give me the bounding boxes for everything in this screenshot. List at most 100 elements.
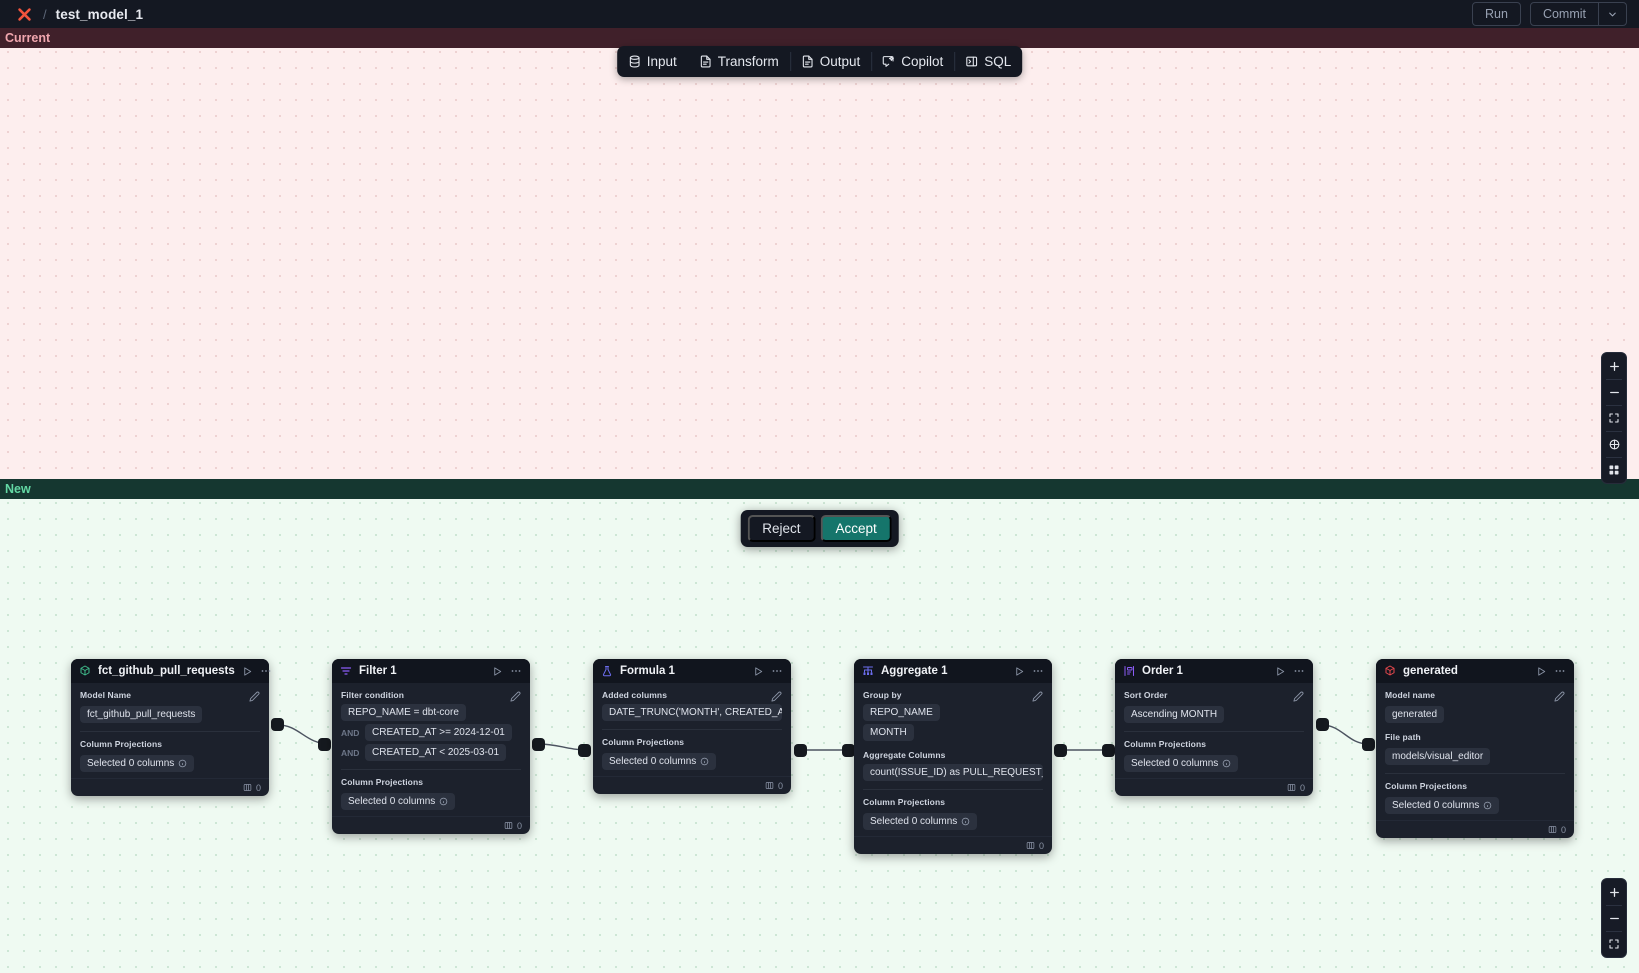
editor-toolbar: Input Transform Output <box>616 46 1023 77</box>
node-title: Order 1 <box>1142 665 1183 677</box>
node-title: fct_github_pull_requests <box>98 665 235 677</box>
node-order-1[interactable]: Order 1 Sort Order Ascending MONTH Colum… <box>1115 659 1313 796</box>
info-icon[interactable] <box>1483 801 1492 810</box>
current-panel-zoom-controls <box>1601 352 1627 484</box>
columns-icon <box>1287 783 1296 792</box>
node-body: Filter condition REPO_NAME = dbt-core AN… <box>332 683 530 816</box>
node-header: Order 1 <box>1115 659 1313 683</box>
info-icon[interactable] <box>178 759 187 768</box>
field-value-pill[interactable]: MONTH <box>863 724 914 741</box>
zoom-in-icon[interactable] <box>1602 353 1626 379</box>
info-icon[interactable] <box>961 817 970 826</box>
edit-pencil-icon[interactable] <box>1032 689 1043 707</box>
node-aggregate-1[interactable]: Aggregate 1 Group by REPO_NAME MONTH <box>854 659 1052 854</box>
field-value-pill[interactable]: Selected 0 columns <box>80 755 195 772</box>
fit-view-icon[interactable] <box>1602 931 1626 957</box>
field-value-pill[interactable]: Selected 0 columns <box>341 793 456 810</box>
commit-button[interactable]: Commit <box>1542 7 1586 21</box>
document-icon <box>801 55 814 68</box>
play-icon[interactable] <box>1536 666 1547 677</box>
chevron-down-icon[interactable] <box>1598 3 1626 25</box>
field-value-pill[interactable]: DATE_TRUNC('MONTH', CREATED_AT... <box>602 704 782 721</box>
condition-pill[interactable]: CREATED_AT >= 2024-12-01 <box>365 724 512 741</box>
toolbar-item-output[interactable]: Output <box>789 46 872 77</box>
condition-pill[interactable]: REPO_NAME = dbt-core <box>341 704 466 721</box>
app-logo-icon[interactable] <box>14 4 34 24</box>
field-group-by: Group by REPO_NAME MONTH <box>863 690 1043 741</box>
edit-pencil-icon[interactable] <box>510 689 521 707</box>
zoom-out-icon[interactable] <box>1602 379 1626 405</box>
field-value-pill[interactable]: Selected 0 columns <box>602 753 717 770</box>
pill-text: Selected 0 columns <box>870 816 958 827</box>
edit-pencil-icon[interactable] <box>249 689 260 707</box>
divider <box>341 769 521 770</box>
field-value-pill[interactable]: Selected 0 columns <box>1385 797 1500 814</box>
field-label: Model name <box>1385 690 1436 700</box>
field-value-pill[interactable]: generated <box>1385 706 1445 723</box>
recenter-icon[interactable] <box>1602 431 1626 457</box>
play-icon[interactable] <box>753 666 764 677</box>
field-value-pill[interactable]: Selected 0 columns <box>1124 755 1239 772</box>
field-label: Added columns <box>602 690 668 700</box>
more-horizontal-icon[interactable] <box>1032 665 1044 677</box>
field-value-pill[interactable]: Selected 0 columns <box>863 813 978 830</box>
zoom-in-icon[interactable] <box>1602 879 1626 905</box>
condition-pill[interactable]: CREATED_AT < 2025-03-01 <box>365 744 507 761</box>
play-icon[interactable] <box>242 666 253 677</box>
field-label: Model Name <box>80 690 132 700</box>
pill-text: Selected 0 columns <box>609 756 697 767</box>
play-icon[interactable] <box>1014 666 1025 677</box>
pill-text: Selected 0 columns <box>1392 800 1480 811</box>
field-value-pill[interactable]: models/visual_editor <box>1385 748 1491 765</box>
columns-icon <box>1026 841 1035 850</box>
info-icon[interactable] <box>700 757 709 766</box>
accept-button[interactable]: Accept <box>820 515 892 542</box>
model-cube-icon <box>79 665 91 677</box>
run-button[interactable]: Run <box>1472 2 1521 26</box>
footer-count: 0 <box>1038 840 1044 851</box>
more-horizontal-icon[interactable] <box>1293 665 1305 677</box>
field-value-pill[interactable]: REPO_NAME <box>863 704 940 721</box>
toolbar-label: Transform <box>717 54 779 69</box>
more-horizontal-icon[interactable] <box>771 665 783 677</box>
field-value-pill[interactable]: Ascending MONTH <box>1124 706 1225 723</box>
toolbar-item-copilot[interactable]: Copilot <box>871 46 954 77</box>
field-label: Filter condition <box>341 690 404 700</box>
edit-pencil-icon[interactable] <box>1293 689 1304 707</box>
info-icon[interactable] <box>1222 759 1231 768</box>
copilot-sparkle-icon <box>882 55 895 68</box>
field-value-pill[interactable]: count(ISSUE_ID) as PULL_REQUEST_... <box>863 764 1043 781</box>
toolbar-item-transform[interactable]: Transform <box>688 46 790 77</box>
divider <box>602 729 782 730</box>
node-generated[interactable]: generated Model name generated File path… <box>1376 659 1574 838</box>
new-panel-zoom-controls <box>1601 878 1627 958</box>
edit-pencil-icon[interactable] <box>1554 689 1565 707</box>
more-horizontal-icon[interactable] <box>510 665 522 677</box>
node-fct-github-pull-requests[interactable]: fct_github_pull_requests Model Name fct_… <box>71 659 272 796</box>
current-canvas-panel[interactable] <box>0 28 1639 479</box>
play-icon[interactable] <box>492 666 503 677</box>
field-label: Column Projections <box>80 739 163 749</box>
node-formula-1[interactable]: Formula 1 Added columns DATE_TRUNC('MONT… <box>593 659 791 794</box>
zoom-out-icon[interactable] <box>1602 905 1626 931</box>
toolbar-item-sql[interactable]: SQL <box>954 46 1022 77</box>
divider <box>1385 773 1565 774</box>
review-action-bar: Reject Accept <box>740 510 899 547</box>
value-row: REPO_NAME <box>863 704 1043 721</box>
toolbar-label: Output <box>819 54 861 69</box>
grid-icon[interactable] <box>1602 457 1626 483</box>
field-model-name: Model name generated <box>1385 690 1565 723</box>
field-label: Column Projections <box>1124 739 1207 749</box>
edit-pencil-icon[interactable] <box>771 689 782 707</box>
fit-view-icon[interactable] <box>1602 405 1626 431</box>
play-icon[interactable] <box>1275 666 1286 677</box>
node-filter-1[interactable]: Filter 1 Filter condition REPO_NAME = db… <box>332 659 530 834</box>
info-icon[interactable] <box>439 797 448 806</box>
more-horizontal-icon[interactable] <box>260 665 272 677</box>
top-bar-actions: Run Commit <box>1472 2 1631 26</box>
toolbar-item-input[interactable]: Input <box>617 46 688 77</box>
more-horizontal-icon[interactable] <box>1554 665 1566 677</box>
reject-button[interactable]: Reject <box>747 515 816 542</box>
field-value-pill[interactable]: fct_github_pull_requests <box>80 706 203 723</box>
